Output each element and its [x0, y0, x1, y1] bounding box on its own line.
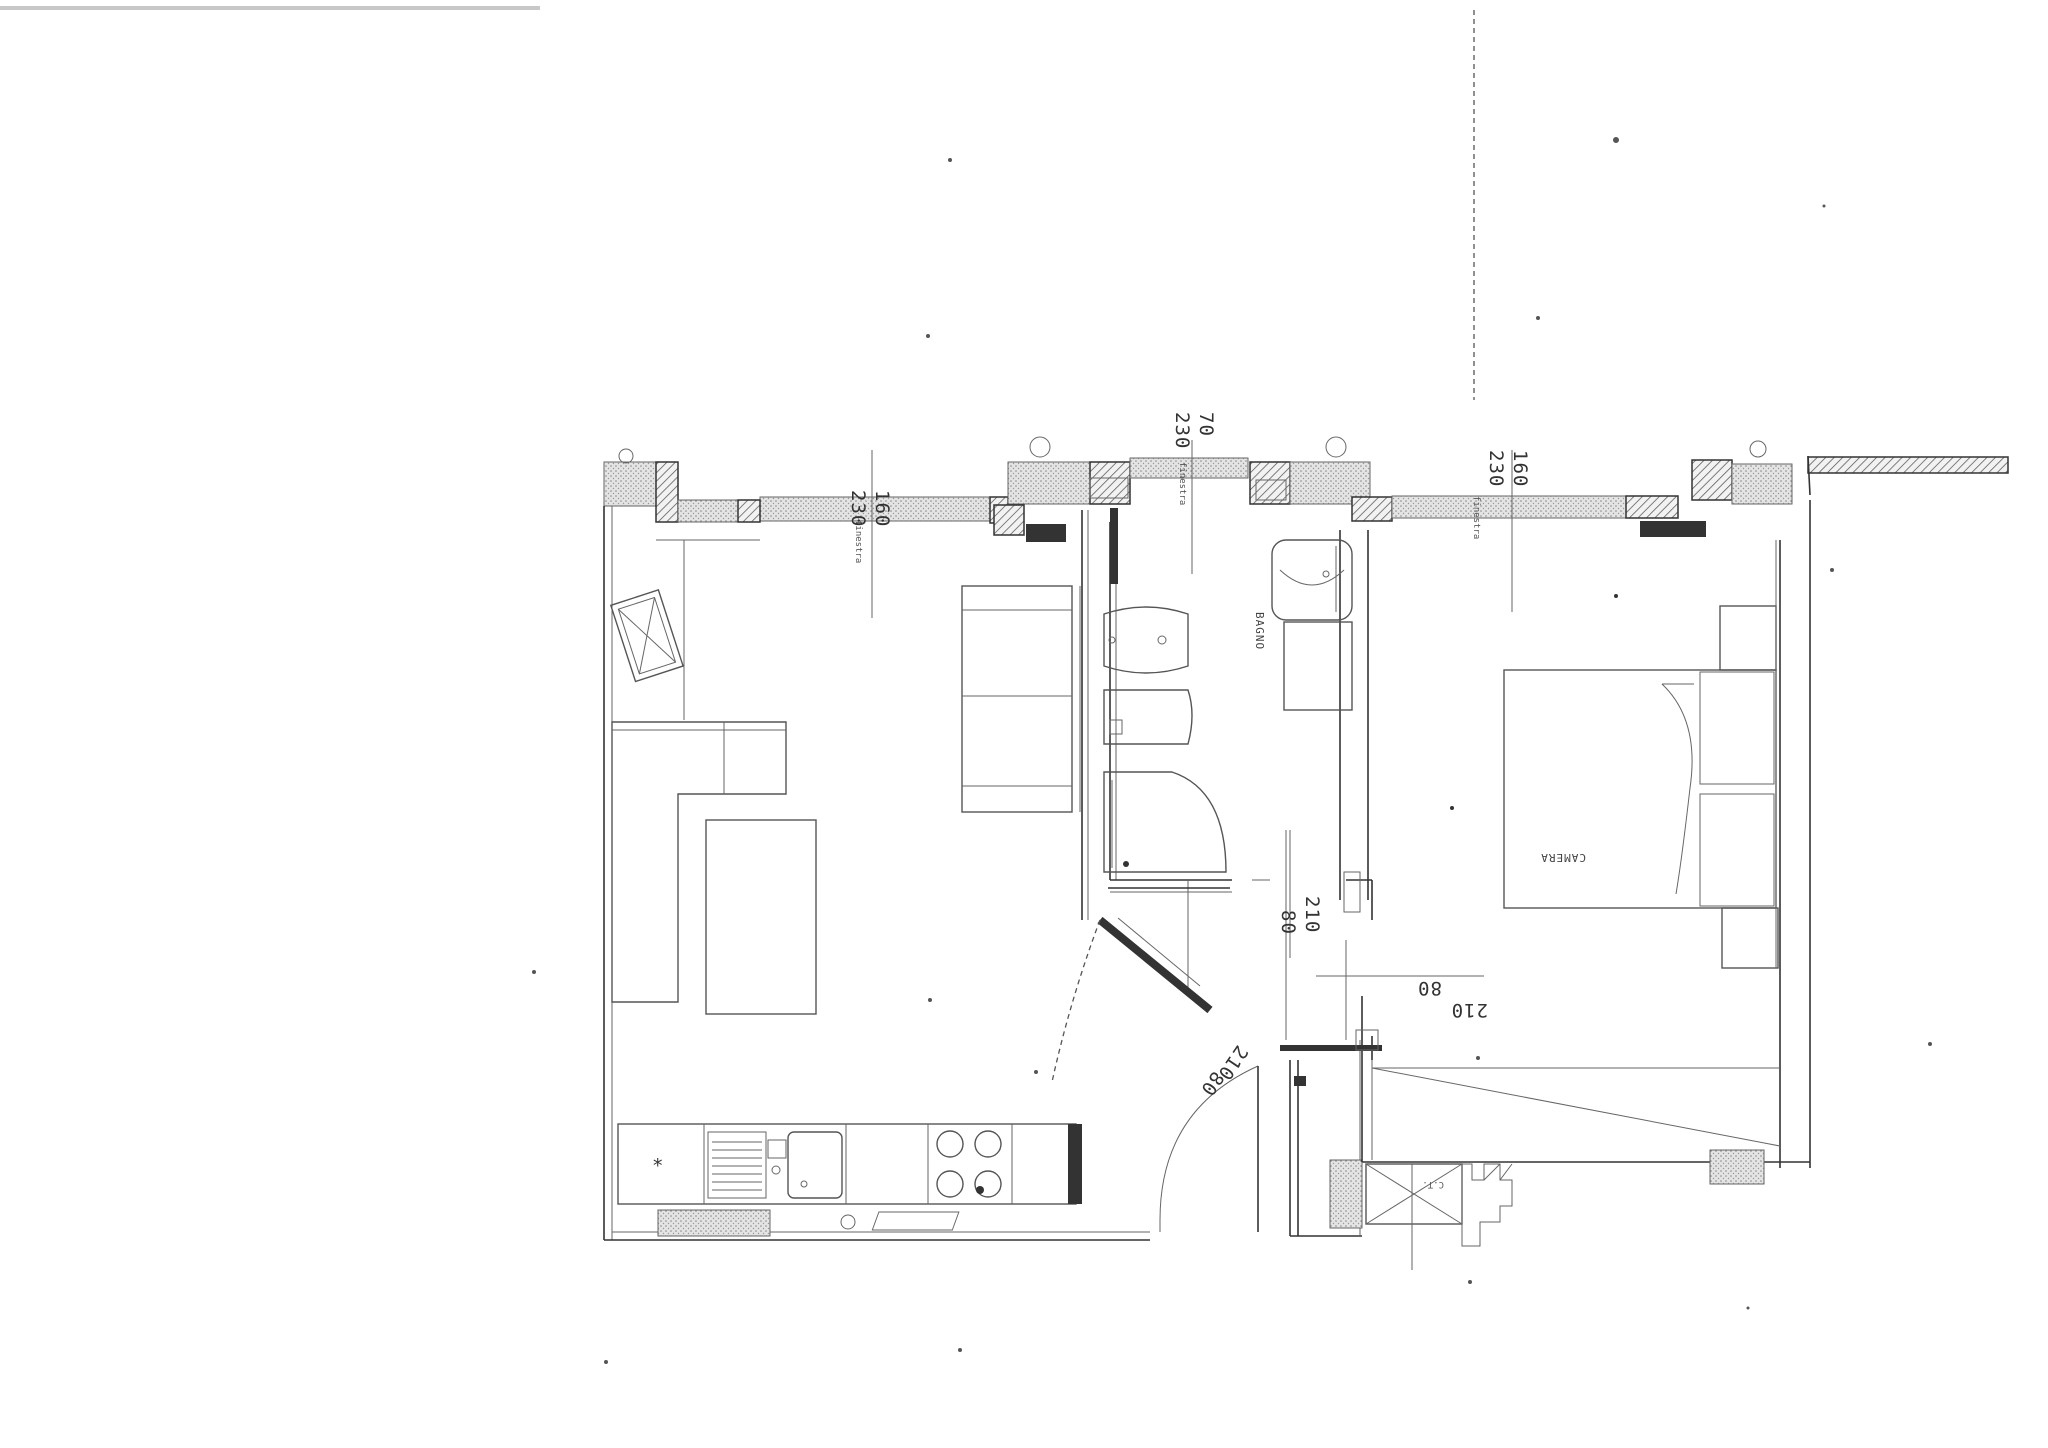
room-label-bath: BAGNO — [1253, 612, 1266, 650]
washbasin — [1271, 539, 1353, 621]
bath-door-height: 210 — [1301, 896, 1323, 933]
sofa — [611, 721, 787, 1003]
bath-window-tag: finestra — [1177, 462, 1187, 505]
bed-door-height: 210 — [1451, 999, 1488, 1021]
bed-door-width: 80 — [1417, 977, 1442, 999]
scan-specks — [532, 137, 1932, 1364]
toilet — [1103, 689, 1193, 745]
living-window-height: 230 — [847, 490, 869, 527]
bedroom — [1450, 540, 1779, 969]
living-window-tag: finestra — [853, 520, 863, 563]
room-labels: BAGNO CAMERA C.T. — [1253, 612, 1586, 1189]
bath-window-sill — [1129, 457, 1249, 479]
pillow — [1699, 793, 1775, 907]
bath-window-height: 230 — [1171, 412, 1193, 449]
fridge-symbol: * — [652, 1155, 664, 1177]
wardrobe — [961, 585, 1073, 813]
cooktop — [936, 1130, 1002, 1198]
living-room: * — [609, 585, 1082, 1237]
shower — [1103, 771, 1227, 873]
bedroom-window-sill — [1391, 495, 1627, 519]
bed-window-tag: finestra — [1471, 496, 1481, 539]
living-window-width: 160 — [871, 490, 893, 527]
armchair — [609, 589, 684, 683]
kitchen-sink — [787, 1131, 843, 1199]
wall-lines — [603, 500, 1811, 1241]
shaft-label: C.T. — [1422, 1179, 1444, 1189]
nightstand — [1719, 605, 1777, 671]
balcony-railing — [1807, 456, 2009, 474]
bed-window-width: 160 — [1509, 450, 1531, 487]
shaft-pier — [1329, 1159, 1363, 1229]
entry-area — [1159, 996, 1765, 1270]
bath-cabinet — [1283, 621, 1353, 711]
exterior-wall — [603, 436, 2009, 542]
room-label-bedroom: CAMERA — [1540, 851, 1586, 864]
kitchen-counter: * — [617, 1123, 1082, 1205]
bath-door-width: 80 — [1277, 910, 1299, 935]
double-bed — [1503, 669, 1777, 909]
bed-window-height: 230 — [1485, 450, 1507, 487]
bathroom — [1051, 508, 1361, 1083]
bidet — [1103, 606, 1189, 674]
pillow — [1699, 671, 1775, 785]
nightstand — [1721, 907, 1779, 969]
coffee-table — [705, 819, 817, 1015]
bath-window-width: 70 — [1195, 412, 1217, 437]
